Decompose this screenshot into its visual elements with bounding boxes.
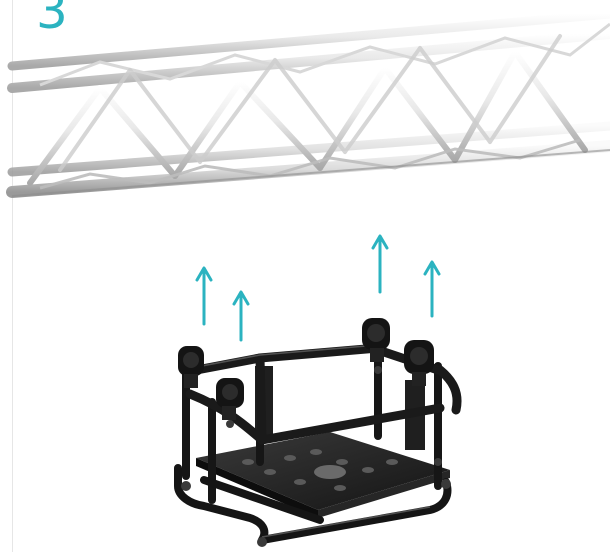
clamp — [216, 378, 244, 420]
arrow-up-icon — [423, 260, 441, 318]
arrow-up-icon — [371, 234, 389, 294]
arrow-up-icon — [195, 266, 213, 326]
clamp — [404, 340, 434, 386]
clamp — [362, 318, 390, 362]
arrow-up-icon — [232, 290, 250, 342]
clamp — [178, 346, 204, 388]
page-edge-line — [12, 0, 13, 552]
truss-beam — [6, 9, 610, 198]
camera-cage-frame — [174, 318, 462, 547]
step-number: 3 — [36, 0, 68, 40]
